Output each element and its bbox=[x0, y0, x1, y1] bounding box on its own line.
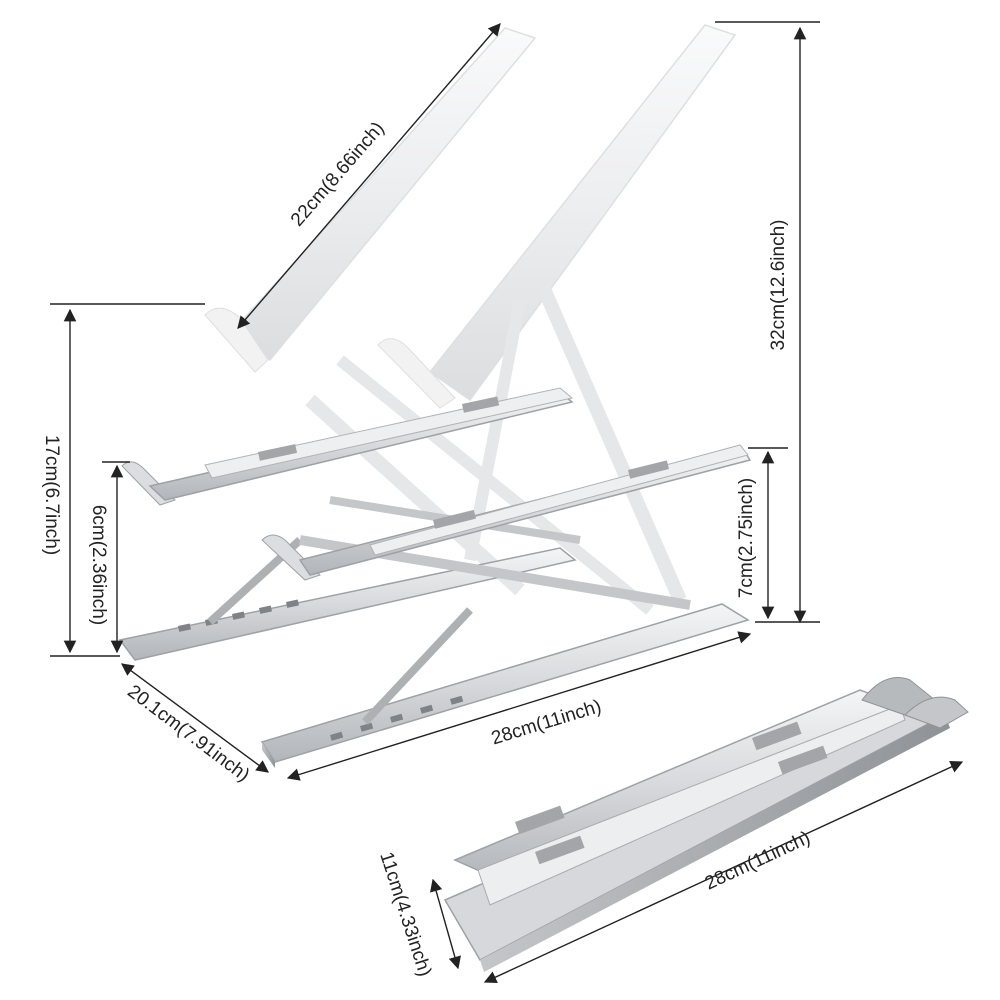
front-lip-height-label: 7cm(2.75inch) bbox=[736, 478, 757, 598]
low-open-height-label: 17cm(6.7inch) bbox=[41, 435, 62, 555]
open-width-label: 28cm(11inch) bbox=[489, 696, 604, 749]
stand-open bbox=[118, 387, 752, 768]
depth-label: 20.1cm(7.91inch) bbox=[123, 681, 253, 786]
max-height-label: 32cm(12.6inch) bbox=[768, 220, 789, 351]
dimension-lines bbox=[50, 21, 964, 983]
folded-depth-label: 11cm(4.33inch) bbox=[375, 849, 435, 979]
min-open-height-label: 6cm(2.36inch) bbox=[88, 505, 109, 625]
